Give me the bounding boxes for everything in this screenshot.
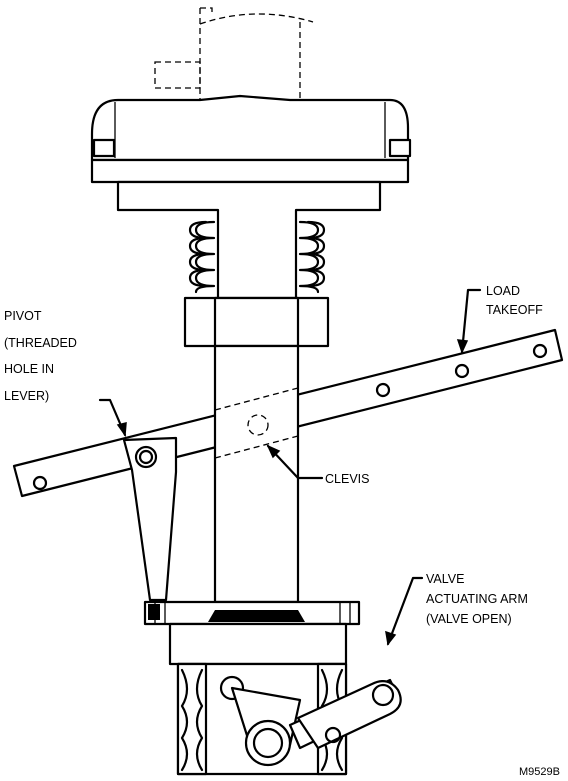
dashed-alternate-position-outline <box>154 7 314 100</box>
leader-lines <box>98 288 482 646</box>
load-takeoff-line-1: LOAD <box>486 284 520 298</box>
label-valve-actuating-arm: VALVE ACTUATING ARM (VALVE OPEN) <box>426 572 528 626</box>
actuator-shaft <box>213 344 300 604</box>
valve-actuating-arm <box>296 679 402 750</box>
valve-arm-line-1: VALVE <box>426 572 464 586</box>
valve-arm-line-2: ACTUATING ARM <box>426 592 528 606</box>
pivot-label-line-3: HOLE IN <box>4 362 54 376</box>
label-clevis: CLEVIS <box>325 472 369 486</box>
label-pivot: PIVOT (THREADED HOLE IN LEVER) <box>4 309 77 403</box>
spring-collar <box>183 296 330 348</box>
valve-arm-line-3: (VALVE OPEN) <box>426 612 512 626</box>
pivot-label-line-4: LEVER) <box>4 389 49 403</box>
load-takeoff-line-2: TAKEOFF <box>486 303 543 317</box>
left-spring <box>188 220 216 294</box>
label-load-takeoff: LOAD TAKEOFF <box>486 284 543 317</box>
pivot-link <box>122 436 178 602</box>
figure-id: M9529B <box>519 766 560 778</box>
pivot-label-line-1: PIVOT <box>4 309 42 323</box>
right-spring <box>298 220 326 294</box>
lever-holes <box>32 343 548 491</box>
pivot-label-line-2: (THREADED <box>4 336 77 350</box>
diaphragm-housing <box>90 94 412 302</box>
